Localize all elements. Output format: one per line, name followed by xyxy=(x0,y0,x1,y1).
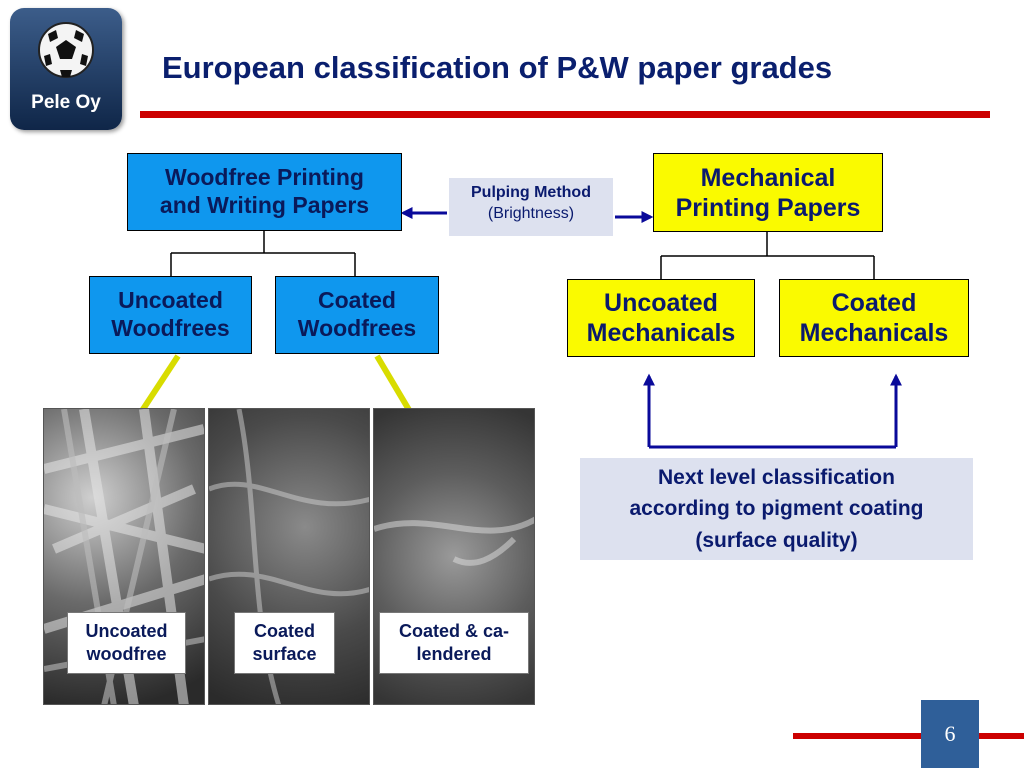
pulping-method-sub: (Brightness) xyxy=(487,205,575,222)
footer-rule-right xyxy=(979,733,1024,739)
footer-rule-left xyxy=(793,733,921,739)
pulping-method-title: Pulping Method xyxy=(471,184,591,201)
logo-text: Pele Oy xyxy=(31,92,101,113)
title-underline xyxy=(140,111,990,118)
mechanical-parent-box: Mechanical Printing Papers xyxy=(653,153,883,232)
mechanical-tree-line xyxy=(660,232,875,279)
pulping-method-label: Pulping Method (Brightness) xyxy=(449,178,613,236)
uncoated-mechanicals-box: Uncoated Mechanicals xyxy=(567,279,755,357)
photo-label-coated-calendered: Coated & ca- lendered xyxy=(379,612,529,674)
page-number: 6 xyxy=(921,700,979,768)
photo-label-uncoated-woodfree: Uncoated woodfree xyxy=(67,612,186,674)
woodfree-tree-line xyxy=(170,231,356,276)
photo-label-coated-surface: Coated surface xyxy=(234,612,335,674)
pele-oy-logo: Pele Oy xyxy=(10,8,122,130)
coated-mechanicals-box: Coated Mechanicals xyxy=(779,279,969,357)
page-title: European classification of P&W paper gra… xyxy=(162,50,833,85)
woodfree-parent-box: Woodfree Printing and Writing Papers xyxy=(127,153,402,231)
calendered-texture xyxy=(374,516,534,566)
soccer-ball-icon xyxy=(38,22,94,78)
coated-woodfrees-box: Coated Woodfrees xyxy=(275,276,439,354)
uncoated-woodfrees-box: Uncoated Woodfrees xyxy=(89,276,252,354)
next-level-classification-note: Next level classification according to p… xyxy=(580,458,973,560)
